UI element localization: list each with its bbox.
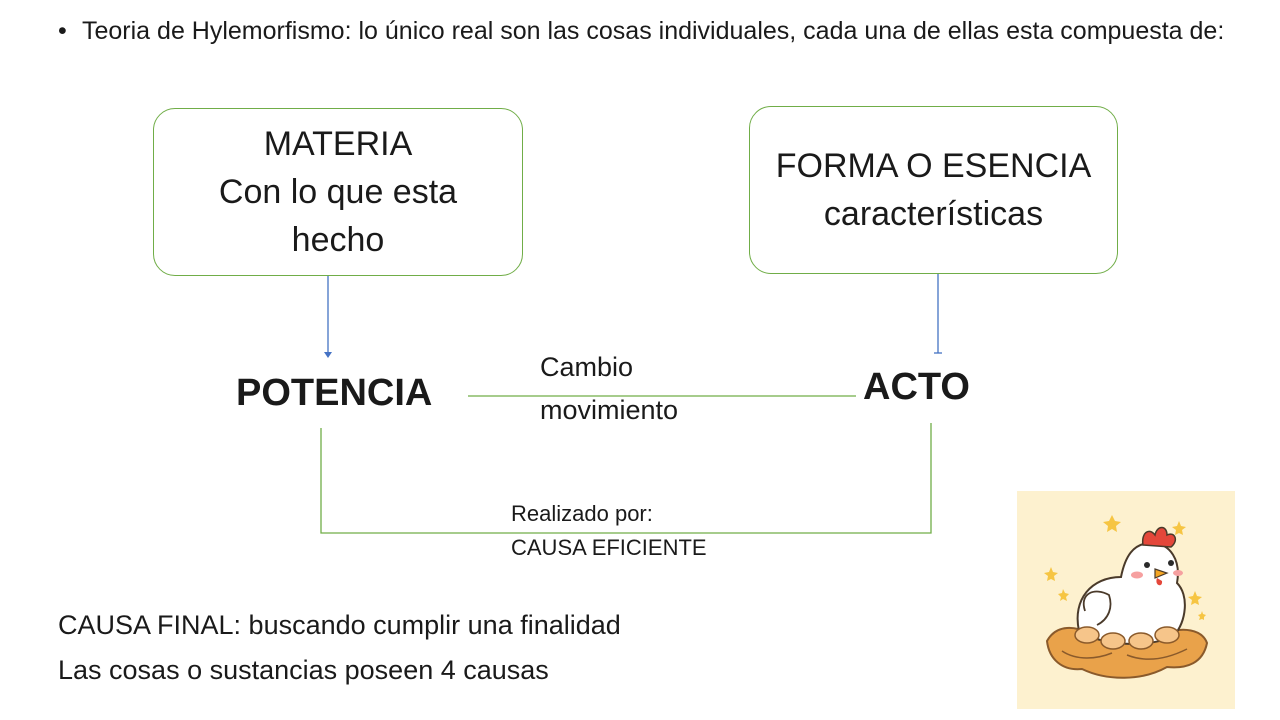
potencia-label: POTENCIA bbox=[236, 372, 433, 414]
materia-line1: Con lo que esta bbox=[218, 173, 458, 211]
forma-box: FORMA O ESENCIA características bbox=[749, 106, 1118, 274]
final-cause-text: CAUSA FINAL: buscando cumplir una finali… bbox=[58, 610, 621, 640]
efficient-cause-label: Realizado por: CAUSA EFICIENTE bbox=[511, 497, 707, 565]
materia-arrowhead bbox=[324, 352, 332, 358]
change-label: Cambio movimiento bbox=[540, 346, 678, 432]
change-line1: Cambio bbox=[540, 352, 634, 382]
intro-text: Teoria de Hylemorfismo: lo único real so… bbox=[82, 17, 1225, 45]
change-line2: movimiento bbox=[540, 395, 679, 425]
acto-label: ACTO bbox=[863, 366, 970, 408]
hen-in-nest-icon bbox=[1017, 491, 1235, 709]
forma-line1: características bbox=[823, 195, 1044, 233]
materia-line2: hecho bbox=[291, 221, 385, 259]
four-causes-text: Las cosas o sustancias poseen 4 causas bbox=[58, 655, 549, 685]
forma-title: FORMA O ESENCIA bbox=[775, 147, 1092, 185]
materia-title: MATERIA bbox=[263, 125, 413, 163]
realized-line1: Realizado por: bbox=[511, 501, 653, 526]
realized-line2: CAUSA EFICIENTE bbox=[511, 535, 707, 560]
efficient-cause-connector bbox=[320, 423, 932, 534]
bullet-dot-icon: • bbox=[58, 17, 67, 45]
materia-box: MATERIA Con lo que esta hecho bbox=[153, 108, 523, 276]
